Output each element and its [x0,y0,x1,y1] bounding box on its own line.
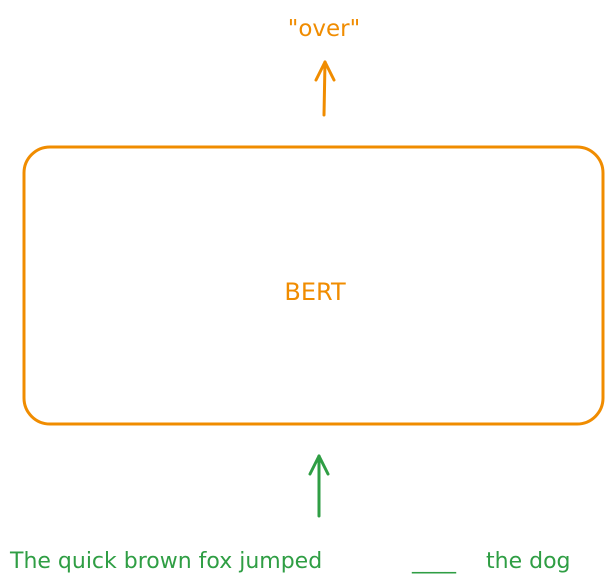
input-text-before-blank: The quick brown fox jumped [9,549,322,574]
bert-model-box [22,145,605,426]
masked-blank: ____ [411,549,457,574]
model-label: BERT [284,278,346,306]
output-label: "over" [288,16,360,42]
input-arrow [308,454,330,518]
output-arrow [314,60,336,117]
input-text-after-blank: the dog [486,549,571,574]
input-sentence: The quick brown fox jumped ____ the dog [9,549,571,574]
